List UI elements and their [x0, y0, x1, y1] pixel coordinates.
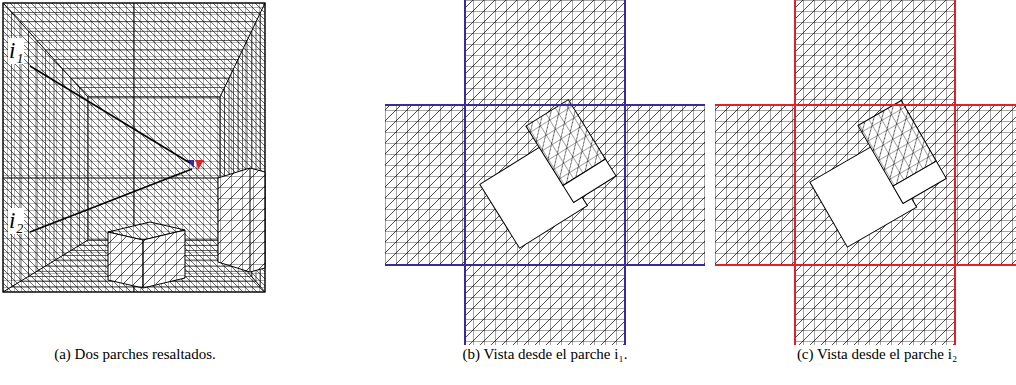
mesh-part	[250, 168, 251, 272]
mesh-part	[71, 78, 229, 250]
mesh-part	[715, 0, 1016, 345]
mesh-part	[893, 161, 946, 203]
room-mesh	[3, 3, 265, 292]
patch-label: i₁	[8, 38, 24, 64]
hemicube-border	[715, 0, 1016, 345]
mesh-part	[3, 3, 265, 292]
mesh-part	[63, 69, 234, 256]
cube-faces	[467, 100, 622, 248]
mesh-part	[80, 88, 225, 246]
patch-label: i₂	[8, 208, 24, 234]
hemicube-border	[385, 0, 705, 345]
patch-i2	[196, 160, 204, 170]
mesh-part	[3, 3, 265, 292]
mesh-part	[88, 97, 220, 240]
mesh-part	[108, 232, 143, 288]
mesh-part	[88, 97, 220, 240]
cube-faces	[797, 101, 951, 248]
subfigure-caption: (b) Vista desde el parche i₁.	[463, 346, 628, 363]
subfigure-caption: (a) Dos parches resaltados.	[54, 346, 216, 363]
leader-lines	[30, 66, 192, 232]
mesh-part	[143, 230, 185, 288]
hemicube-view	[715, 0, 1016, 345]
mesh-part	[3, 3, 265, 292]
subfigure-caption: (c) Vista desde el parche i₂	[797, 346, 957, 363]
mesh-part	[385, 0, 705, 345]
hemicube-view	[385, 0, 705, 345]
mesh-part	[563, 159, 616, 202]
mesh-part	[218, 168, 265, 272]
